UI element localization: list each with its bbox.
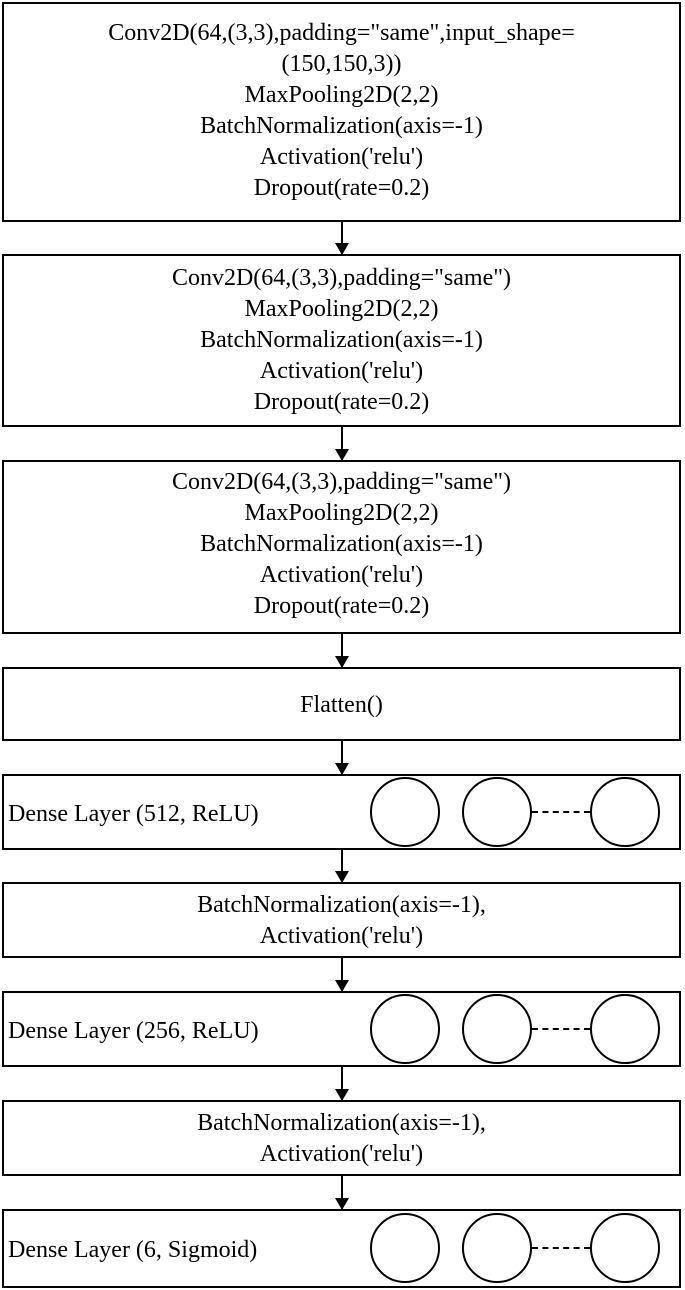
dense-layer-1-label: Dense Layer (512, ReLU) — [8, 801, 259, 827]
batchnorm-block-1-line-2: Activation('relu') — [259, 923, 424, 949]
conv-block-2-line-3: BatchNormalization(axis=-1) — [200, 327, 483, 353]
conv-block-3-line-1: Conv2D(64,(3,3),padding="same") — [171, 469, 512, 495]
conv-block-3-text: Conv2D(64,(3,3),padding="same") MaxPooli… — [4, 467, 679, 622]
conv-block-1-line-4: BatchNormalization(axis=-1) — [200, 113, 483, 139]
conv-block-1-text: Conv2D(64,(3,3),padding="same",input_sha… — [4, 18, 679, 204]
flatten-block: Flatten() — [2, 667, 681, 741]
conv-block-1-line-1: Conv2D(64,(3,3),padding="same",input_sha… — [108, 20, 575, 46]
flow-arrow-4 — [335, 741, 349, 775]
conv-block-1: Conv2D(64,(3,3),padding="same",input_sha… — [2, 2, 681, 222]
flow-arrow-5 — [335, 850, 349, 883]
neuron-circle — [370, 1213, 440, 1283]
batchnorm-block-2-line-2: Activation('relu') — [259, 1141, 424, 1167]
conv-block-2-line-1: Conv2D(64,(3,3),padding="same") — [171, 265, 512, 291]
conv-block-2: Conv2D(64,(3,3),padding="same") MaxPooli… — [2, 254, 681, 427]
conv-block-3-line-2: MaxPooling2D(2,2) — [244, 500, 439, 526]
batchnorm-block-1: BatchNormalization(axis=-1), Activation(… — [2, 882, 681, 958]
conv-block-2-line-4: Activation('relu') — [259, 358, 424, 384]
dense-layer-2: Dense Layer (256, ReLU) — [2, 991, 681, 1067]
ellipsis-dash — [532, 811, 590, 813]
conv-block-3-line-4: Activation('relu') — [259, 562, 424, 588]
batchnorm-block-2: BatchNormalization(axis=-1), Activation(… — [2, 1100, 681, 1176]
batchnorm-block-1-line-1: BatchNormalization(axis=-1), — [197, 892, 486, 918]
batchnorm-block-2-text: BatchNormalization(axis=-1), Activation(… — [4, 1108, 679, 1170]
neuron-circle — [590, 994, 660, 1064]
flatten-block-text: Flatten() — [4, 690, 679, 721]
ellipsis-dash — [532, 1028, 590, 1030]
conv-block-1-line-3: MaxPooling2D(2,2) — [244, 82, 439, 108]
dense-layer-3-label: Dense Layer (6, Sigmoid) — [8, 1237, 258, 1263]
dense-layer-1: Dense Layer (512, ReLU) — [2, 774, 681, 850]
conv-block-2-line-5: Dropout(rate=0.2) — [253, 389, 430, 415]
flow-arrow-1 — [335, 222, 349, 255]
conv-block-1-line-6: Dropout(rate=0.2) — [253, 175, 430, 201]
flow-arrow-3 — [335, 634, 349, 668]
batchnorm-block-2-line-1: BatchNormalization(axis=-1), — [197, 1110, 486, 1136]
dense-layer-3: Dense Layer (6, Sigmoid) — [2, 1209, 681, 1288]
flow-arrow-2 — [335, 427, 349, 461]
conv-block-2-line-2: MaxPooling2D(2,2) — [244, 296, 439, 322]
neuron-circle — [370, 994, 440, 1064]
neuron-circle — [462, 777, 532, 847]
ellipsis-dash — [532, 1247, 590, 1249]
conv-block-2-text: Conv2D(64,(3,3),padding="same") MaxPooli… — [4, 263, 679, 418]
neuron-circle — [462, 994, 532, 1064]
flatten-label: Flatten() — [300, 692, 383, 718]
flow-arrow-8 — [335, 1176, 349, 1210]
conv-block-1-line-2: (150,150,3)) — [281, 51, 402, 77]
neuron-circle — [590, 777, 660, 847]
dense-layer-2-label: Dense Layer (256, ReLU) — [8, 1018, 259, 1044]
flow-arrow-7 — [335, 1067, 349, 1101]
neuron-circle — [590, 1213, 660, 1283]
conv-block-3: Conv2D(64,(3,3),padding="same") MaxPooli… — [2, 460, 681, 634]
neuron-circle — [462, 1213, 532, 1283]
flow-arrow-6 — [335, 958, 349, 992]
conv-block-1-line-5: Activation('relu') — [259, 144, 424, 170]
batchnorm-block-1-text: BatchNormalization(axis=-1), Activation(… — [4, 890, 679, 952]
conv-block-3-line-5: Dropout(rate=0.2) — [253, 593, 430, 619]
conv-block-3-line-3: BatchNormalization(axis=-1) — [200, 531, 483, 557]
neuron-circle — [370, 777, 440, 847]
